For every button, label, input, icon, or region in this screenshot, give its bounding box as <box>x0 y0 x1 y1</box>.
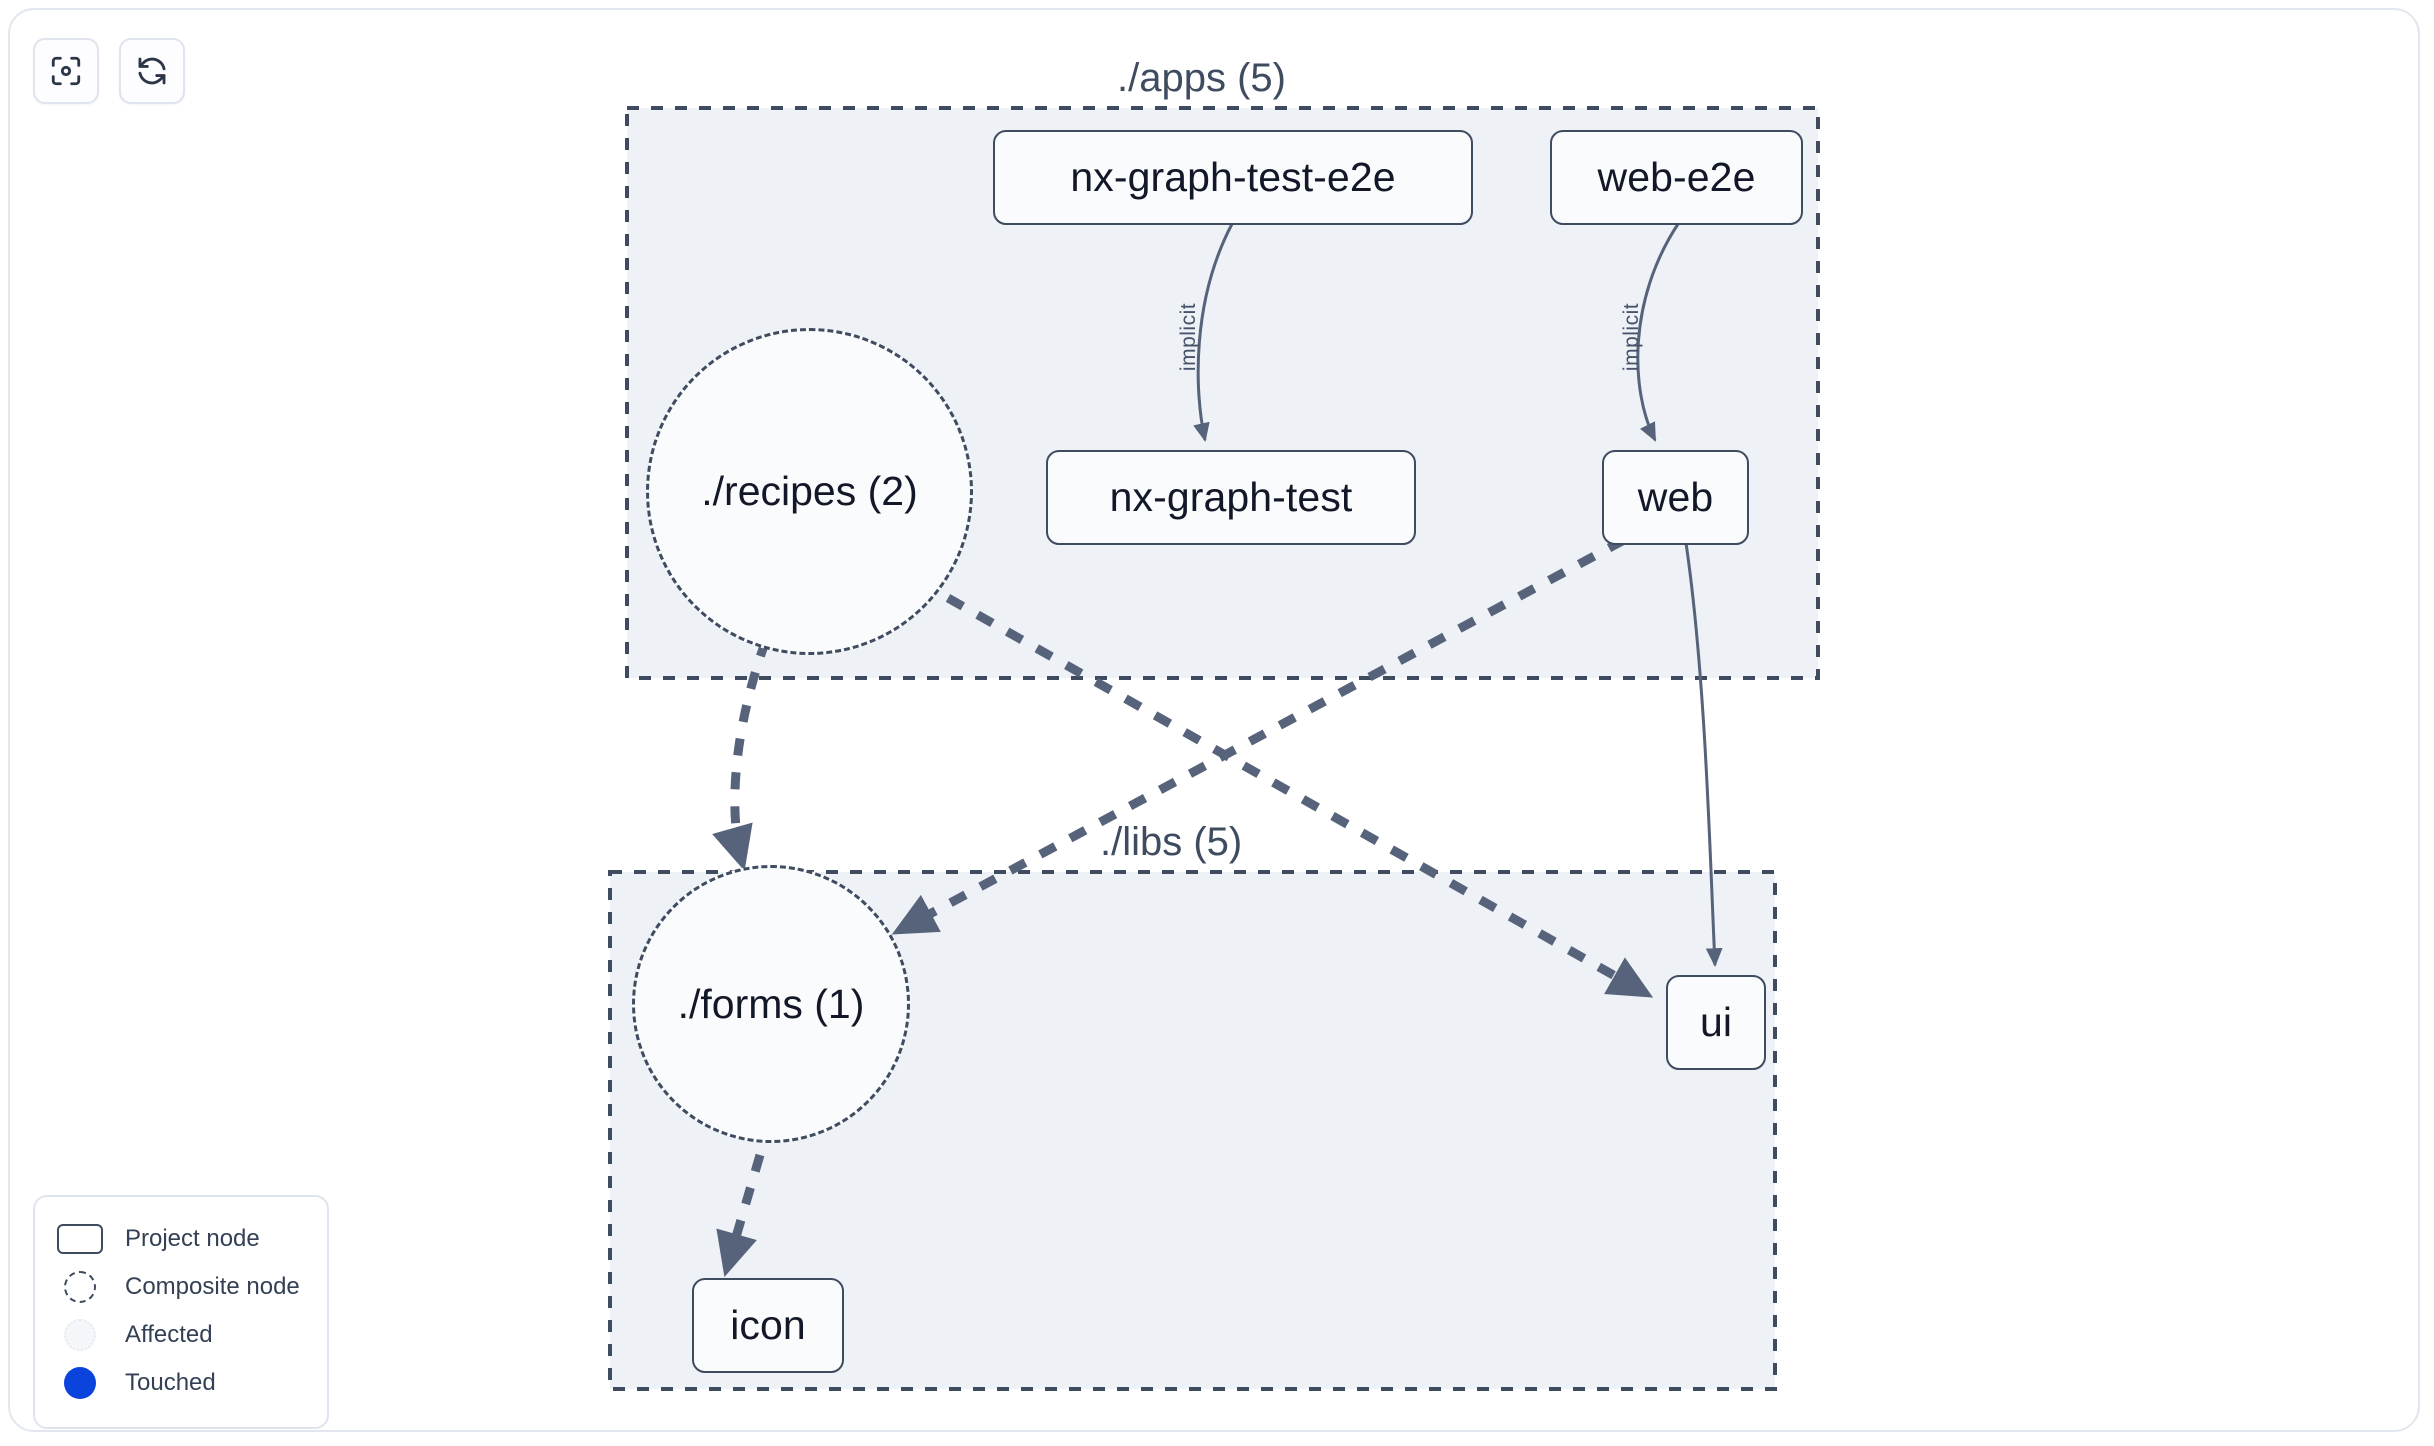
node-nx-graph-test[interactable]: nx-graph-test <box>1046 450 1416 545</box>
edge-nx-graph-test-e2e-to-nx-graph-test[interactable] <box>1193 223 1234 443</box>
legend-label: Touched <box>125 1369 216 1396</box>
node-forms-composite[interactable]: ./forms (1) <box>632 865 910 1143</box>
refresh-graph-button[interactable] <box>119 38 185 104</box>
graph-toolbar <box>33 38 185 104</box>
node-label: web <box>1637 474 1714 520</box>
edge-web-to-forms[interactable] <box>891 536 1627 935</box>
node-web[interactable]: web <box>1602 450 1749 545</box>
edge-forms-to-icon[interactable] <box>716 1153 765 1277</box>
legend-item-touched: Touched <box>57 1359 307 1407</box>
focus-graph-button[interactable] <box>33 38 99 104</box>
node-label: nx-graph-test <box>1109 474 1353 520</box>
legend-label: Composite node <box>125 1273 300 1300</box>
graph-legend: Project node Composite node Affected Tou… <box>33 1195 329 1429</box>
node-ui[interactable]: ui <box>1666 975 1766 1070</box>
edge-web-e2e-to-web[interactable] <box>1636 223 1680 442</box>
composite-node-swatch-icon <box>57 1271 103 1303</box>
node-label: nx-graph-test-e2e <box>1070 154 1396 200</box>
legend-item-project-node: Project node <box>57 1215 307 1263</box>
group-label-apps: ./apps (5) <box>1117 56 1286 100</box>
legend-label: Affected <box>125 1321 213 1348</box>
legend-label: Project node <box>125 1225 260 1252</box>
node-label: ./recipes (2) <box>701 468 918 514</box>
node-nx-graph-test-e2e[interactable]: nx-graph-test-e2e <box>993 130 1473 225</box>
node-label: icon <box>730 1302 806 1348</box>
edge-web-to-ui[interactable] <box>1684 542 1723 968</box>
node-recipes-composite[interactable]: ./recipes (2) <box>646 328 973 655</box>
touched-swatch-icon <box>57 1367 103 1399</box>
edge-label-implicit-web: implicit <box>1620 302 1643 372</box>
edge-label-implicit-nx-graph-test: implicit <box>1177 302 1200 372</box>
refresh-icon <box>135 54 169 88</box>
node-label: ./forms (1) <box>677 980 865 1027</box>
legend-item-affected: Affected <box>57 1311 307 1359</box>
affected-swatch-icon <box>57 1319 103 1351</box>
node-label: ui <box>1699 999 1733 1045</box>
group-label-libs: ./libs (5) <box>1100 820 1243 864</box>
focus-scan-icon <box>49 54 83 88</box>
legend-item-composite-node: Composite node <box>57 1263 307 1311</box>
node-web-e2e[interactable]: web-e2e <box>1550 130 1803 225</box>
edge-recipes-to-forms[interactable] <box>712 638 771 872</box>
project-node-swatch-icon <box>57 1224 103 1254</box>
node-label: web-e2e <box>1597 154 1756 200</box>
node-icon[interactable]: icon <box>692 1278 844 1373</box>
